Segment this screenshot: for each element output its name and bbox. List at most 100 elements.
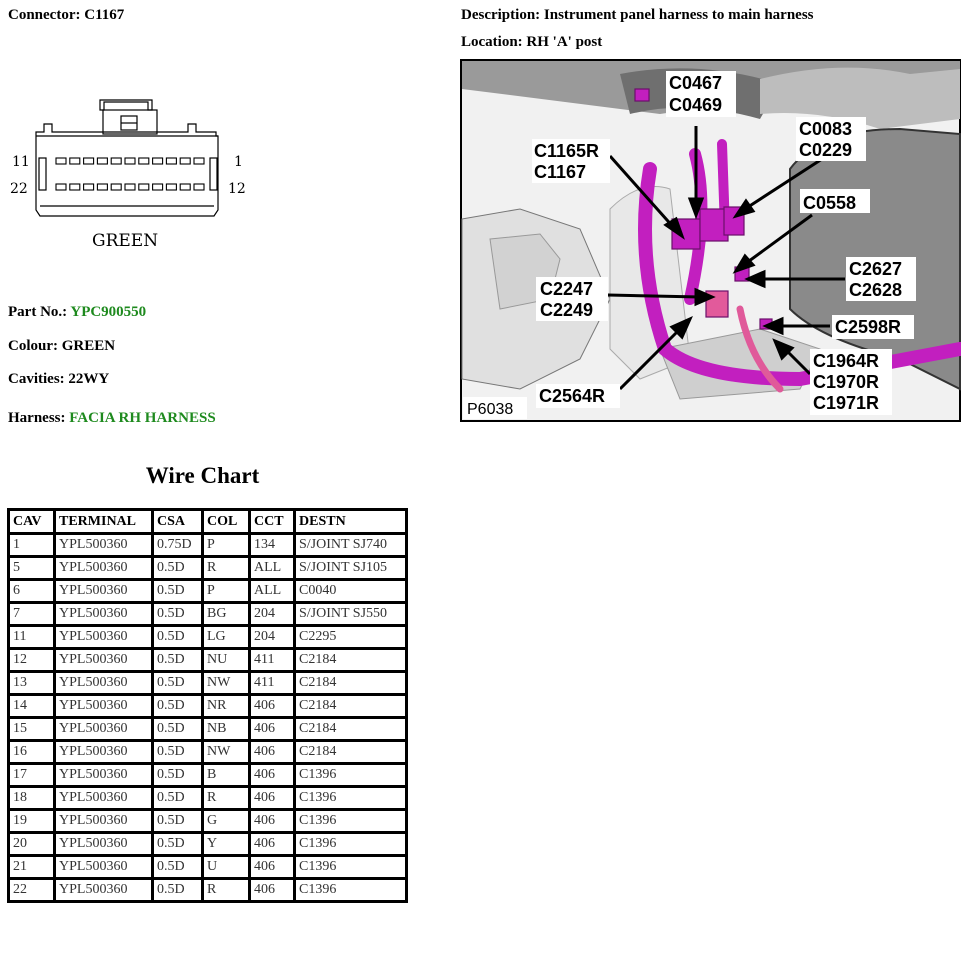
cavities-label: Cavities: (8, 371, 65, 387)
cell-terminal: YPL500360 (53, 624, 154, 650)
connector-diagram: 11 1 22 12 GREEN (10, 99, 246, 251)
cell-destn: C1396 (293, 808, 408, 834)
cell-col: BG (201, 601, 251, 627)
cell-cav: 15 (7, 716, 56, 742)
cell-terminal: YPL500360 (53, 854, 154, 880)
cell-terminal: YPL500360 (53, 578, 154, 604)
cavities-value: 22WY (68, 371, 110, 387)
pin-cavity (96, 183, 108, 191)
pin-cavity (83, 157, 95, 165)
location-illustration: C0467 C0469 C0083 C0229 C1165R C1167 C05… (460, 59, 961, 422)
part-number-value: YPC900550 (70, 304, 147, 320)
cell-col: R (201, 555, 251, 581)
cell-cav: 5 (7, 555, 56, 581)
callout-c0558: C0558 (803, 193, 856, 213)
pin-cavity (138, 157, 150, 165)
callout-c2627: C2627 (849, 259, 902, 279)
cell-col: U (201, 854, 251, 880)
cell-terminal: YPL500360 (53, 693, 154, 719)
cell-csa: 0.5D (151, 808, 204, 834)
cell-terminal: YPL500360 (53, 739, 154, 765)
cell-csa: 0.5D (151, 785, 204, 811)
pin-cavity (152, 183, 164, 191)
cell-terminal: YPL500360 (53, 716, 154, 742)
cell-destn: C1396 (293, 854, 408, 880)
cell-cav: 16 (7, 739, 56, 765)
pin-cavity (165, 183, 177, 191)
cell-destn: C1396 (293, 762, 408, 788)
callout-c0469: C0469 (669, 95, 722, 115)
colour-value: GREEN (61, 338, 116, 354)
callout-c2564r: C2564R (539, 386, 605, 406)
cell-col: B (201, 762, 251, 788)
description-label: Description: (461, 7, 541, 23)
cell-col: R (201, 785, 251, 811)
header-cct: CCT (248, 508, 296, 535)
pin-cavity (69, 157, 81, 165)
harness-label: Harness: (8, 410, 66, 426)
cell-destn: S/JOINT SJ105 (293, 555, 408, 581)
callout-c2598r: C2598R (835, 317, 901, 337)
pin-cavity (152, 157, 164, 165)
cell-terminal: YPL500360 (53, 785, 154, 811)
pin-cavity (96, 157, 108, 165)
location: Location: RH 'A' post (461, 34, 602, 51)
cell-cav: 22 (7, 877, 56, 903)
cell-cct: 406 (248, 739, 296, 765)
cell-csa: 0.5D (151, 716, 204, 742)
callout-c1971r: C1971R (813, 393, 879, 413)
callout-c1964r: C1964R (813, 351, 879, 371)
part-number: Part No.: YPC900550 (8, 304, 146, 321)
cell-cav: 17 (7, 762, 56, 788)
header-csa: CSA (151, 508, 204, 535)
pin-cavity (138, 183, 150, 191)
connector-label: Connector: (8, 7, 81, 23)
callout-c0467: C0467 (669, 73, 722, 93)
cell-destn: C2184 (293, 716, 408, 742)
cell-cav: 11 (7, 624, 56, 650)
pin-cavity (55, 183, 67, 191)
pin-cavity (165, 157, 177, 165)
cell-csa: 0.5D (151, 831, 204, 857)
callout-c0229: C0229 (799, 140, 852, 160)
pin-label-1: 1 (234, 154, 243, 170)
cell-col: P (201, 532, 251, 558)
callout-c2247: C2247 (540, 279, 593, 299)
header-terminal: TERMINAL (53, 508, 154, 535)
cell-cct: ALL (248, 555, 296, 581)
pin-cavity (179, 183, 191, 191)
cell-csa: 0.5D (151, 555, 204, 581)
header-cav: CAV (7, 508, 56, 535)
cell-cct: 406 (248, 877, 296, 903)
callout-c0083: C0083 (799, 119, 852, 139)
cell-csa: 0.5D (151, 693, 204, 719)
cell-destn: C2184 (293, 739, 408, 765)
cell-terminal: YPL500360 (53, 555, 154, 581)
pin-cavity (193, 157, 205, 165)
cell-csa: 0.75D (151, 532, 204, 558)
location-value: RH 'A' post (526, 34, 603, 50)
colour: Colour: GREEN (8, 338, 115, 355)
description: Description: Instrument panel harness to… (461, 7, 814, 24)
cell-col: NW (201, 670, 251, 696)
cell-terminal: YPL500360 (53, 647, 154, 673)
cell-col: LG (201, 624, 251, 650)
cell-terminal: YPL500360 (53, 877, 154, 903)
callout-c2628: C2628 (849, 280, 902, 300)
cell-destn: C1396 (293, 831, 408, 857)
cell-destn: C1396 (293, 785, 408, 811)
connector-value: C1167 (84, 7, 125, 23)
cell-csa: 0.5D (151, 670, 204, 696)
cell-terminal: YPL500360 (53, 601, 154, 627)
